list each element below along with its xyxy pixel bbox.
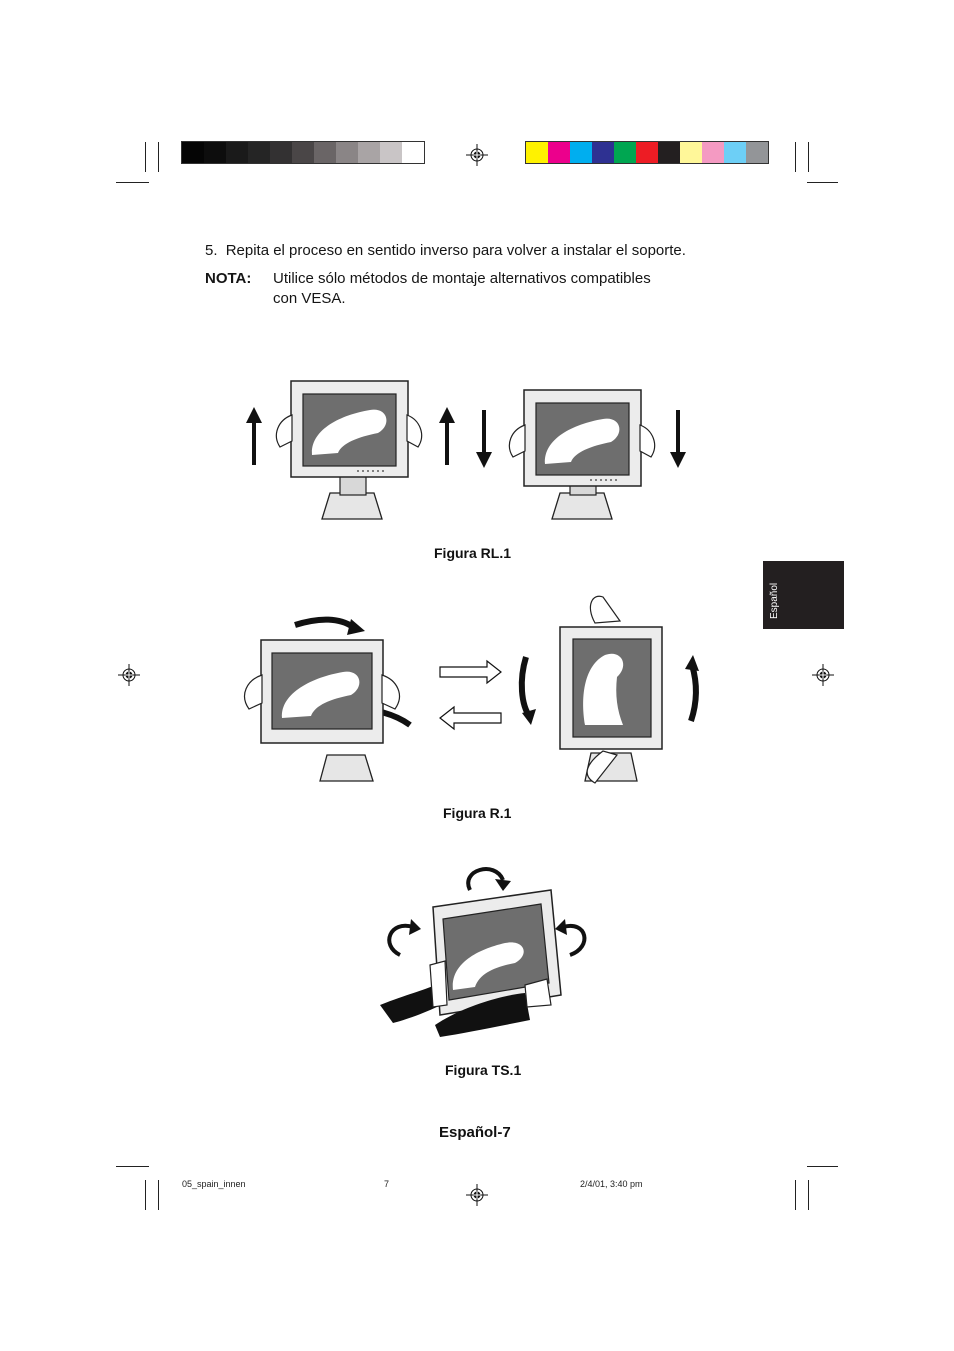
crop-mark [807,1166,838,1167]
calibration-swatch [658,142,680,163]
calibration-swatch [402,142,424,163]
calibration-swatch [292,142,314,163]
step-number: 5. [205,242,218,259]
crop-mark [808,1180,809,1210]
monitor-raised [246,380,455,520]
step-text: Repita el proceso en sentido inverso par… [225,242,686,259]
crop-mark [158,142,159,172]
side-tab-label: Español [769,582,780,619]
calibration-swatch [592,142,614,163]
registration-mark-icon [812,664,834,686]
calibration-swatch [358,142,380,163]
calibration-swatch [226,142,248,163]
footer-file-name: 05_spain_innen [182,1179,246,1189]
calibration-swatch [380,142,402,163]
calibration-swatch [182,142,204,163]
crop-mark [795,142,796,172]
figure-ts1-illustration [380,867,587,1037]
crop-mark [795,1180,796,1210]
note-text: Utilice sólo métodos de montaje alternat… [273,269,743,309]
footer-timestamp: 2/4/01, 3:40 pm [580,1179,643,1189]
figure-ts1-caption: Figura TS.1 [445,1062,522,1078]
calibration-swatch [314,142,336,163]
monitor-landscape [244,616,412,782]
crop-mark [145,1180,146,1210]
calibration-swatch [614,142,636,163]
figure-rl1-caption: Figura RL.1 [434,545,512,561]
note-label: NOTA: [205,270,252,287]
grayscale-calibration-bar [181,141,425,164]
color-calibration-bar [525,141,769,164]
registration-mark-icon [466,1184,488,1206]
page-number-label: Español-7 [439,1124,511,1141]
direction-arrows [439,659,502,731]
note-line-1: Utilice sólo métodos de montaje alternat… [273,270,651,287]
calibration-swatch [680,142,702,163]
calibration-swatch [270,142,292,163]
calibration-swatch [526,142,548,163]
footer-page-number: 7 [384,1179,390,1189]
note-line-2: con VESA. [273,290,346,307]
language-side-tab: Español [763,561,844,629]
calibration-swatch [336,142,358,163]
crop-mark [807,182,838,183]
calibration-swatch [248,142,270,163]
registration-mark-icon [466,144,488,166]
calibration-swatch [204,142,226,163]
crop-mark [145,142,146,172]
crop-mark [808,142,809,172]
crop-mark [116,1166,149,1167]
step-5: 5. Repita el proceso en sentido inverso … [205,241,765,261]
crop-mark [158,1180,159,1210]
figure-r1-illustration [244,595,699,784]
figure-r1-caption: Figura R.1 [443,805,512,821]
figure-rl1-illustration [246,380,686,520]
monitor-lowered [476,389,686,520]
calibration-swatch [570,142,592,163]
calibration-swatch [746,142,768,163]
registration-mark-icon [118,664,140,686]
monitor-portrait [518,595,699,784]
calibration-swatch [636,142,658,163]
calibration-swatch [548,142,570,163]
calibration-swatch [724,142,746,163]
calibration-swatch [702,142,724,163]
crop-mark [116,182,149,183]
